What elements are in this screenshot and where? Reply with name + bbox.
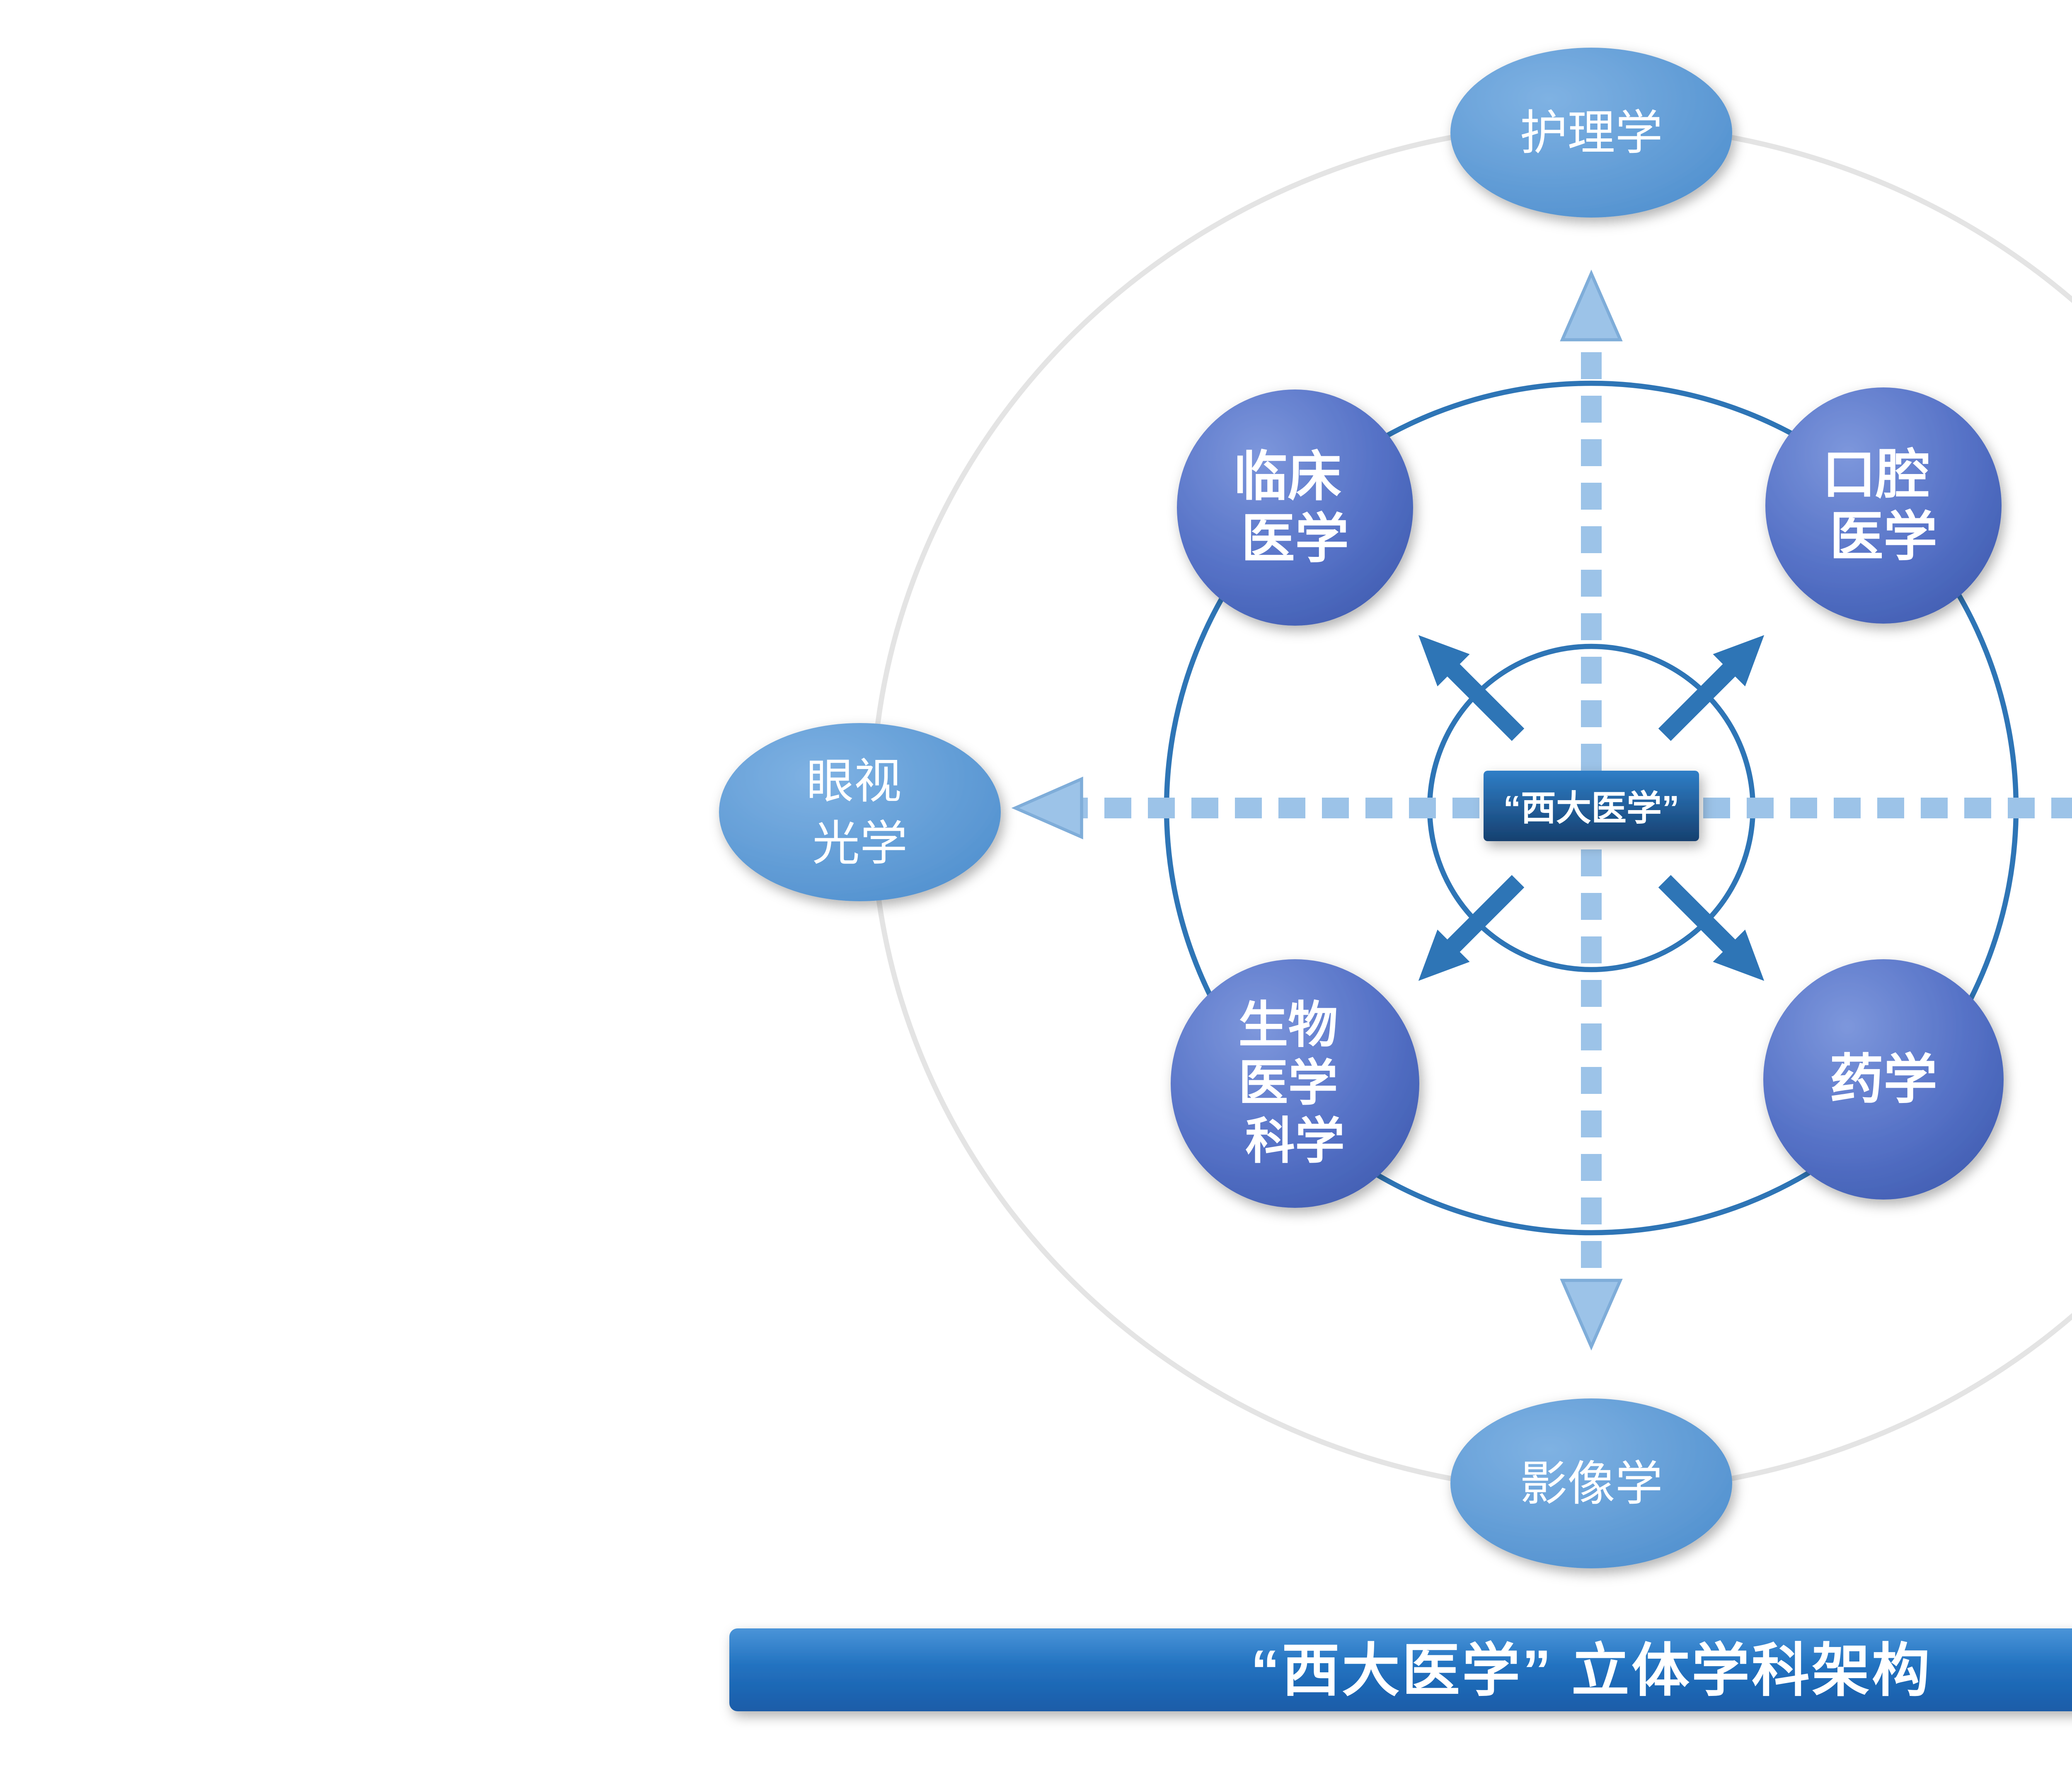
center-label: “西大医学” — [1503, 789, 1679, 828]
solid-arrow-bottom-right — [1658, 875, 1765, 981]
center-label-text: “西大医学” — [1503, 789, 1679, 828]
imaging-label: 影像学 — [1520, 1458, 1663, 1510]
solid-arrow-bottom-left-shaft — [1446, 875, 1525, 953]
clinical-medicine-label-line2: 医学 — [1241, 508, 1349, 569]
optometry-ellipse — [719, 723, 1001, 901]
stomatology-circle — [1765, 387, 2002, 624]
dashed-arrow-down-head — [1560, 1279, 1623, 1351]
stomatology-label-line2: 医学 — [1830, 506, 1937, 567]
optometry-label-line1: 眼视 — [806, 755, 902, 808]
imaging-ellipse — [1450, 1398, 1732, 1568]
pharmacy-label-line1: 药学 — [1830, 1049, 1937, 1110]
dashed-arrow-down — [1560, 849, 1623, 1351]
clinical-medicine-label-line1: 临床 — [1234, 446, 1341, 507]
satellite-node-imaging: 影像学 — [1450, 1398, 1732, 1568]
satellite-node-nursing: 护理学 — [1450, 48, 1732, 218]
biomedical-science-circle — [1171, 959, 1419, 1208]
biomedical-science-label: 生物 医学 科学 — [1238, 997, 1351, 1169]
solid-arrow-top-right — [1658, 635, 1765, 741]
dashed-arrow-up — [1560, 269, 1623, 771]
title-banner-label: “西大医学” 立体学科架构 — [1251, 1638, 1932, 1703]
clinical-medicine-circle — [1177, 389, 1413, 626]
solid-arrow-top-right-shaft — [1658, 663, 1737, 741]
optometry-label-line2: 光学 — [812, 818, 908, 870]
solid-arrow-top-left-shaft — [1446, 663, 1525, 741]
center-box — [1484, 771, 1699, 841]
title-banner-bar — [729, 1628, 2072, 1711]
dashed-arrow-right — [1703, 798, 2072, 818]
discipline-node-stomatology: 口腔 医学 — [1765, 387, 2002, 624]
satellite-node-optometry: 眼视 光学 — [719, 723, 1001, 901]
pharmacy-circle — [1763, 959, 2004, 1200]
optometry-label: 眼视 光学 — [806, 755, 914, 870]
pharmacy-label: 药学 — [1830, 1049, 1937, 1110]
nursing-ellipse — [1450, 48, 1732, 218]
dashed-arrow-left-head — [1011, 776, 1083, 839]
biomedical-science-label-line1: 生物 — [1238, 997, 1338, 1053]
stomatology-label-line1: 口腔 — [1822, 444, 1930, 505]
biomedical-science-label-line2: 医学 — [1238, 1055, 1338, 1111]
nursing-label: 护理学 — [1520, 107, 1663, 160]
center-node: “西大医学” — [1484, 771, 1699, 841]
stomatology-label: 口腔 医学 — [1822, 444, 1945, 567]
discipline-node-biomedical-science: 生物 医学 科学 — [1171, 959, 1419, 1208]
title-banner-text: “西大医学” 立体学科架构 — [1251, 1638, 1932, 1703]
solid-arrow-top-right-head — [1713, 635, 1765, 687]
solid-arrow-bottom-right-shaft — [1658, 875, 1737, 953]
imaging-label-line1: 影像学 — [1520, 1458, 1663, 1510]
solid-arrow-bottom-left-head — [1418, 929, 1470, 981]
dashed-arrow-left — [1011, 776, 1479, 839]
solid-arrow-top-left — [1418, 635, 1525, 741]
solid-arrow-bottom-right-head — [1713, 929, 1765, 981]
solid-arrow-top-left-head — [1418, 635, 1470, 687]
biomedical-science-label-line3: 科学 — [1245, 1113, 1345, 1169]
dashed-arrow-up-head — [1560, 269, 1623, 341]
discipline-node-clinical-medicine: 临床 医学 — [1177, 389, 1413, 626]
title-banner: “西大医学” 立体学科架构 — [729, 1628, 2072, 1711]
solid-arrow-bottom-left — [1418, 875, 1525, 981]
discipline-node-pharmacy: 药学 — [1763, 959, 2004, 1200]
clinical-medicine-label: 临床 医学 — [1234, 446, 1356, 569]
nursing-label-line1: 护理学 — [1520, 107, 1663, 160]
